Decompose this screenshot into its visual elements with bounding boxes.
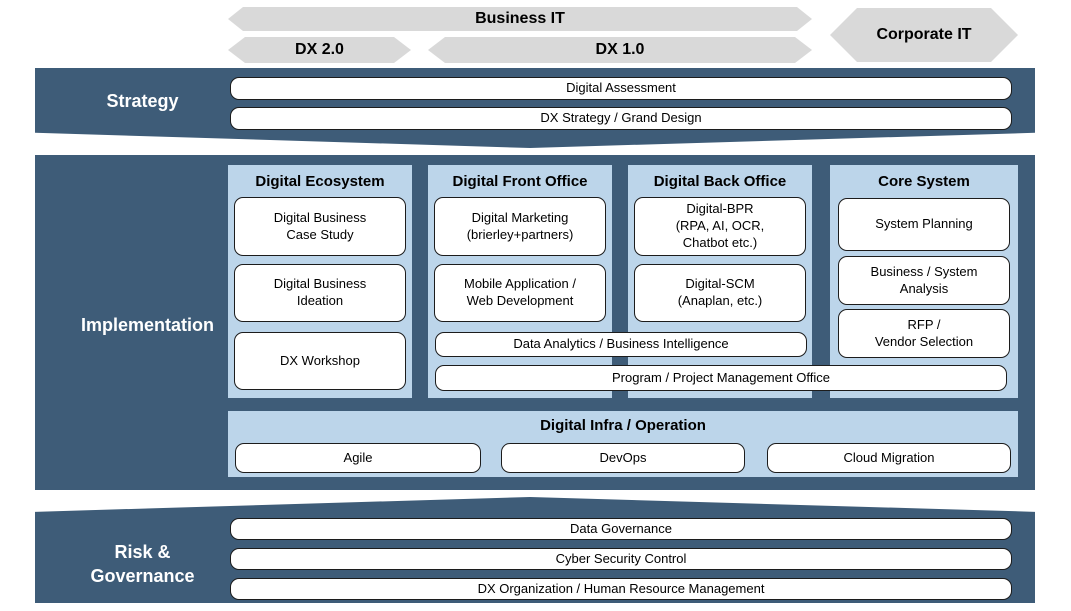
box-dx-workshop: DX Workshop: [234, 332, 406, 390]
strategy-box-digital-assessment: Digital Assessment: [230, 77, 1012, 100]
corporate-it-arrow: Corporate IT: [830, 8, 1018, 62]
box-agile: Agile: [235, 443, 481, 473]
box-data-governance: Data Governance: [230, 518, 1012, 540]
dx-10-arrow: DX 1.0: [428, 37, 812, 63]
box-devops: DevOps: [501, 443, 745, 473]
strategy-label: Strategy: [106, 91, 179, 111]
box-business-system-analysis: Business / System Analysis: [838, 256, 1010, 305]
risk-governance-label: Risk & Governance: [90, 542, 195, 587]
box-dx-organization-hr-management: DX Organization / Human Resource Managem…: [230, 578, 1012, 600]
box-rfp-vendor-selection: RFP / Vendor Selection: [838, 309, 1010, 358]
strategy-band: Strategy Digital Assessment DX Strategy …: [35, 68, 1035, 148]
box-data-analytics-business-intelligence: Data Analytics / Business Intelligence: [435, 332, 807, 357]
box-digital-business-ideation: Digital Business Ideation: [234, 264, 406, 322]
box-digital-scm: Digital-SCM (Anaplan, etc.): [634, 264, 806, 322]
box-program-project-management-office: Program / Project Management Office: [435, 365, 1007, 391]
column-header-digital-ecosystem: Digital Ecosystem: [255, 173, 385, 190]
box-digital-marketing: Digital Marketing (brierley+partners): [434, 197, 606, 256]
box-system-planning: System Planning: [838, 198, 1010, 251]
dx-20-arrow: DX 2.0: [228, 37, 411, 63]
column-header-core-system: Core System: [878, 173, 970, 190]
implementation-label: Implementation: [80, 315, 214, 335]
column-header-digital-front-office: Digital Front Office: [452, 173, 588, 190]
box-cloud-migration: Cloud Migration: [767, 443, 1011, 473]
box-digital-bpr: Digital-BPR (RPA, AI, OCR, Chatbot etc.): [634, 197, 806, 256]
digital-infra-operation-title: Digital Infra / Operation: [540, 417, 706, 434]
strategy-box-dx-strategy: DX Strategy / Grand Design: [230, 107, 1012, 130]
box-cyber-security-control: Cyber Security Control: [230, 548, 1012, 570]
business-it-arrow: Business IT: [228, 7, 812, 31]
column-header-digital-back-office: Digital Back Office: [653, 173, 787, 190]
risk-governance-band: Risk & Governance Data Governance Cyber …: [35, 497, 1035, 603]
box-mobile-application-web-development: Mobile Application / Web Development: [434, 264, 606, 322]
box-digital-business-case-study: Digital Business Case Study: [234, 197, 406, 256]
